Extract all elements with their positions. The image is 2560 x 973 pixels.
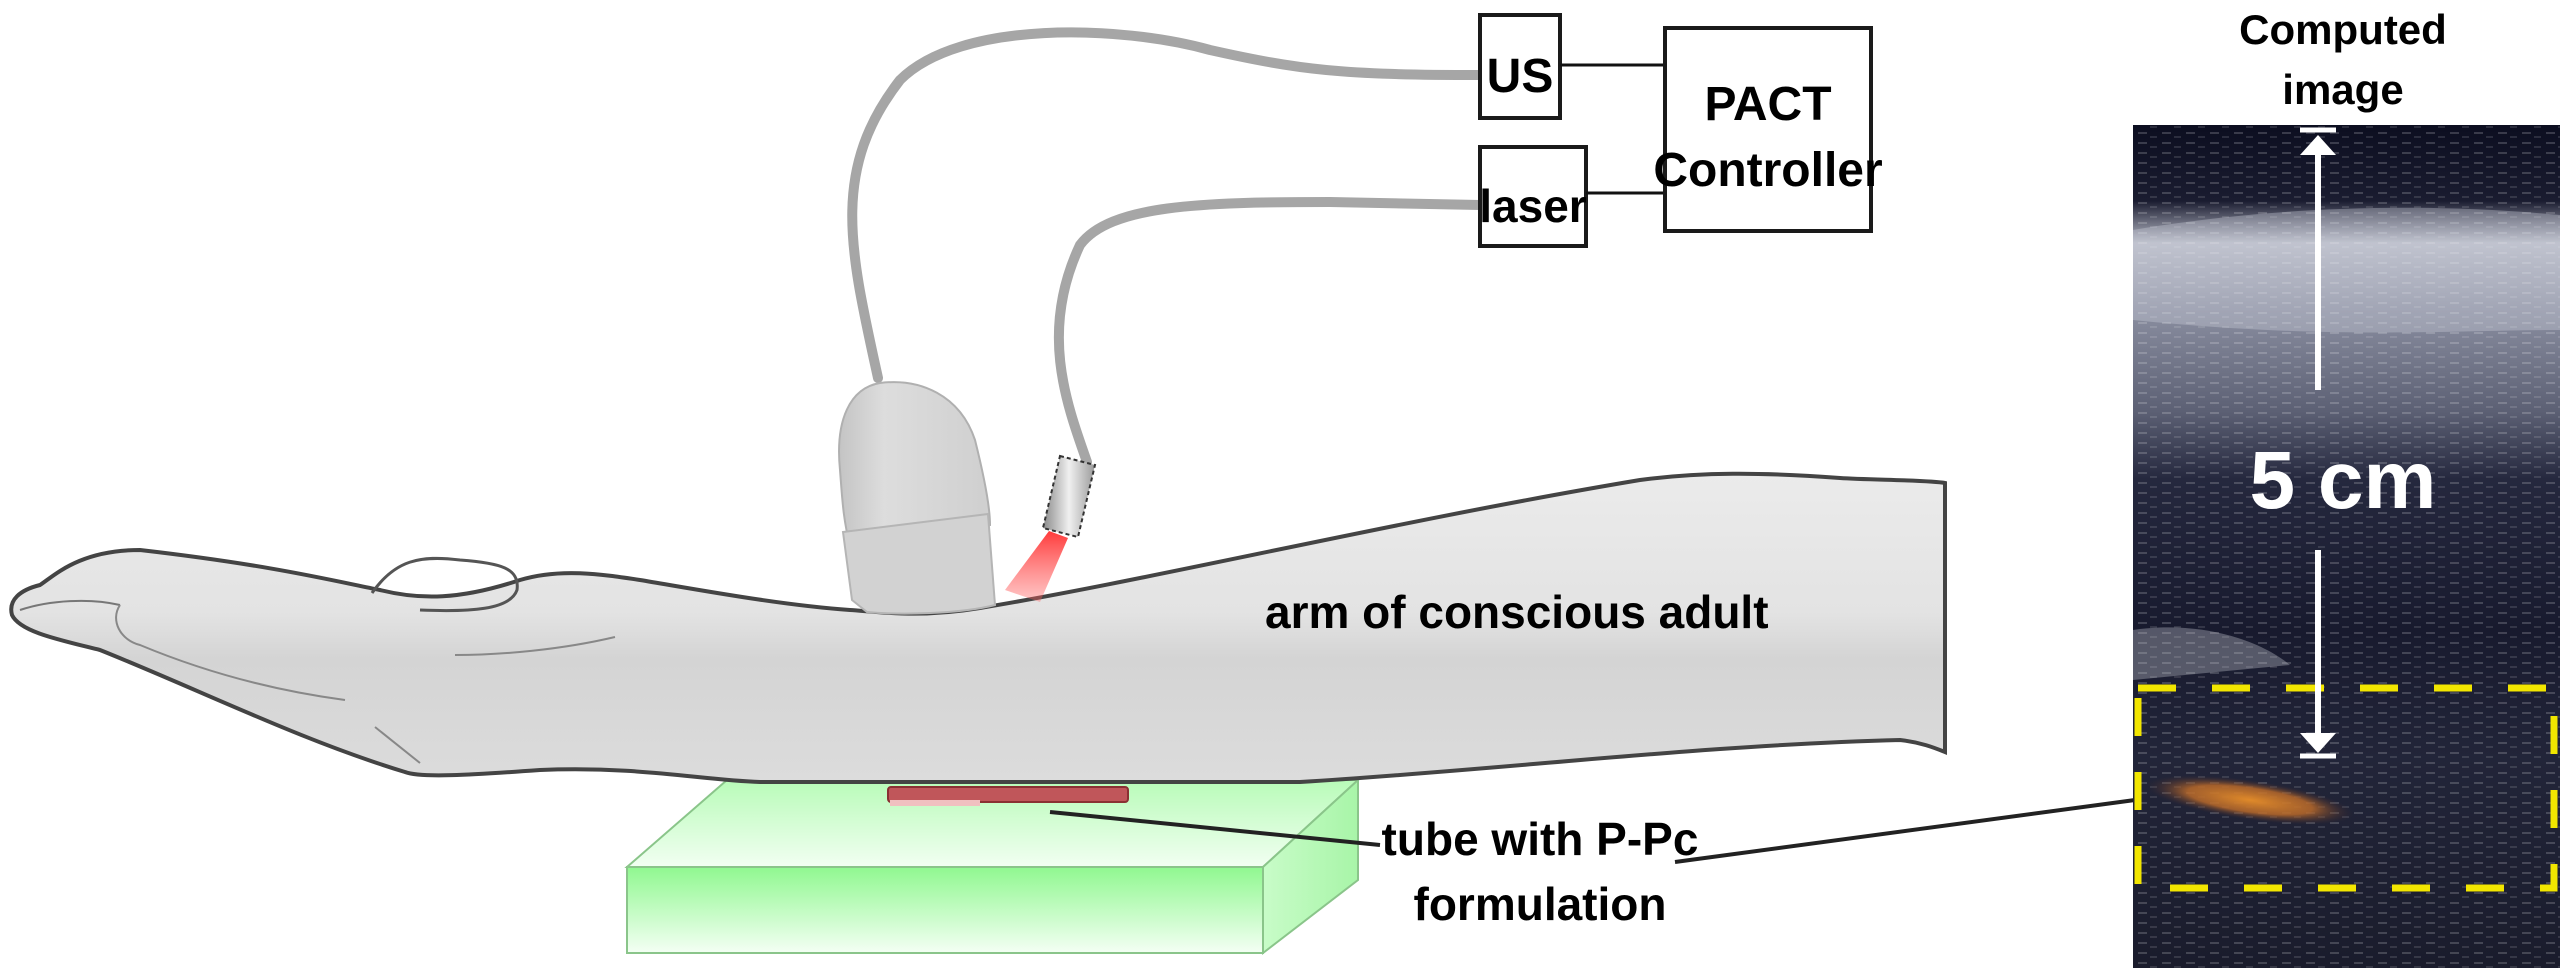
roi-dashed-box (2134, 684, 2558, 892)
finger-line (19, 599, 121, 611)
laser-box (1478, 145, 1588, 248)
tissue-layer-bright (2133, 207, 2560, 333)
controller-title-line2: Controller (1653, 144, 1882, 197)
ultrasound-cable (847, 27, 1485, 383)
gel-pad-front (626, 866, 1264, 954)
laser-module: laser (1478, 145, 1588, 248)
probe-head (841, 512, 997, 615)
palm-crease (115, 604, 346, 701)
computed-image-title-line1: Computed (2239, 6, 2447, 53)
tube-label-line2: formulation (1414, 878, 1667, 930)
laser-fiber-cable (1053, 196, 1485, 467)
us-label: US (1487, 50, 1554, 103)
scale-arrow-up-head (2300, 135, 2336, 155)
controller-title-line1: PACT (1704, 78, 1831, 131)
ultrasound-speckle (2133, 125, 2560, 968)
tube-highlight (890, 800, 980, 806)
arm-silhouette (9, 471, 1947, 784)
ultrasound-probe (838, 381, 997, 615)
arm-label: arm of conscious adult (1265, 586, 1769, 638)
formulation-tube (887, 786, 1129, 803)
tube-leader-line (1049, 810, 1381, 847)
wrist-crease (374, 726, 421, 764)
pact-controller: PACT Controller (1653, 26, 1883, 233)
laser-beam (1005, 531, 1068, 602)
computed-image-title-line2: image (2282, 66, 2403, 113)
tube-label-line1: tube with P-Pc (1382, 813, 1699, 865)
palm-crease-2 (454, 636, 616, 656)
pact-controller-box (1663, 26, 1873, 233)
laser-fiber-tip (1041, 454, 1097, 539)
us-module: US (1478, 13, 1562, 120)
image-leader-line (1674, 798, 2136, 864)
scale-label: 5 cm (2250, 435, 2437, 526)
ultrasound-image: 5 cm (2133, 125, 2560, 968)
gel-pad (624, 777, 1361, 956)
tissue-layer-lower (2133, 627, 2290, 680)
pa-signal-region (2145, 775, 2355, 825)
laser-label: laser (1479, 180, 1587, 232)
scale-arrow-down-head (2300, 733, 2336, 753)
thumb-outline (370, 556, 519, 613)
